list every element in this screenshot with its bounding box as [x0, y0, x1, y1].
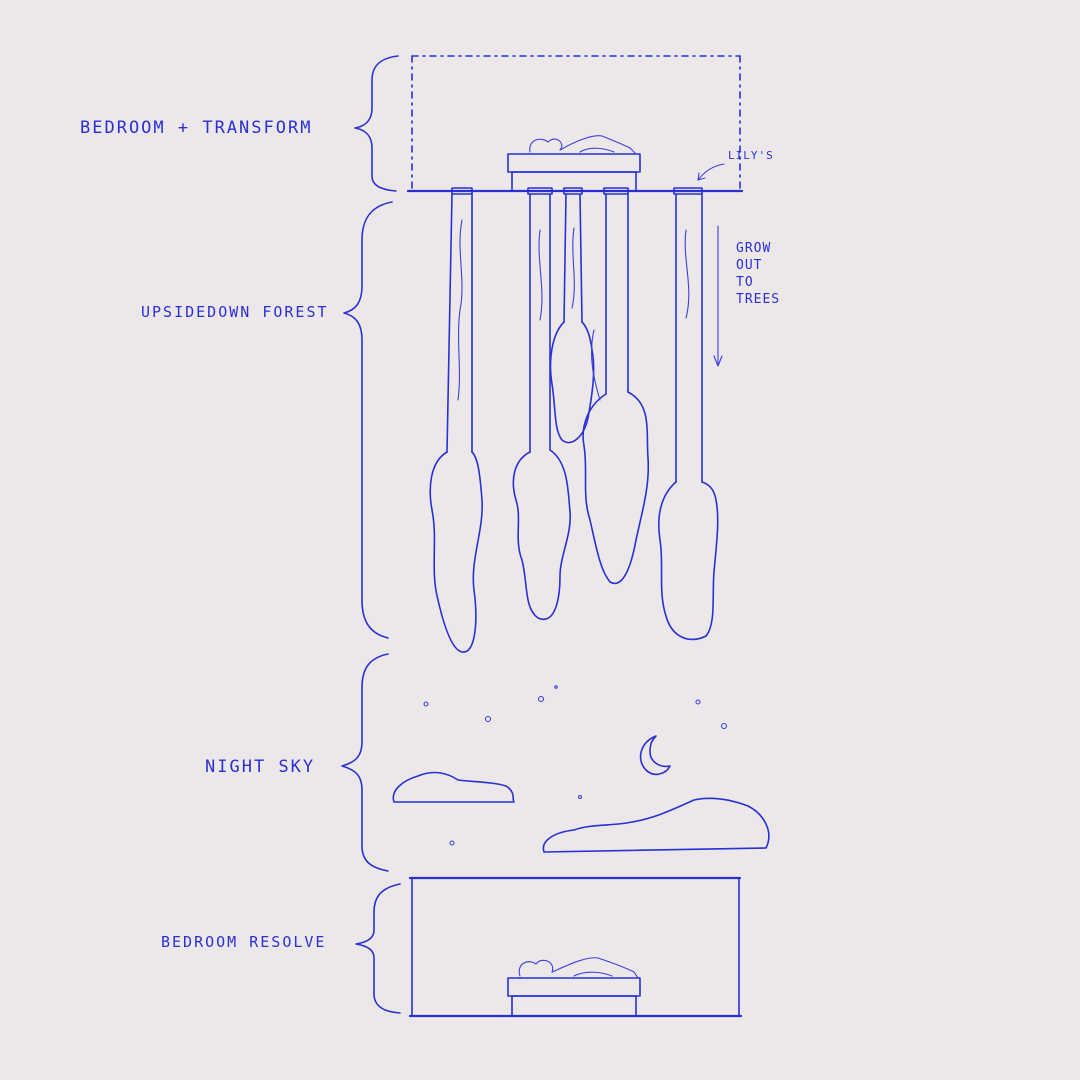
tree-4 — [582, 187, 650, 585]
tree-5 — [657, 187, 719, 641]
tree-3 — [549, 187, 595, 444]
bed-sketch-bottom — [507, 957, 641, 1017]
label-bedroom-resolve: Bedroom Resolve — [161, 933, 327, 951]
bracket-bedroom-resolve — [355, 883, 401, 1014]
note-grow: Grow out to trees — [736, 240, 780, 308]
tree-2 — [512, 187, 571, 621]
label-night-sky: Night Sky — [205, 757, 316, 777]
stars — [423, 685, 728, 846]
bracket-bedroom-transform — [354, 55, 399, 192]
note-lilys: Lily's — [728, 149, 774, 162]
note-grow-line: to — [736, 275, 754, 290]
crescent-moon — [639, 735, 671, 776]
bed-sketch-top — [507, 135, 641, 192]
note-grow-line: trees — [736, 292, 781, 307]
lilys-arrow — [697, 163, 725, 181]
cloud-left — [392, 771, 515, 803]
grow-arrow — [713, 225, 723, 367]
note-grow-line: out — [736, 258, 763, 273]
label-upsidedown-forest: Upsidedown Forest — [141, 303, 329, 321]
label-bedroom-transform: Bedroom + Transform — [80, 118, 313, 138]
cloud-right — [542, 797, 770, 853]
note-grow-line: Grow — [736, 241, 772, 256]
bedroom-transform-frame — [406, 55, 744, 193]
tree-1 — [429, 187, 483, 653]
bracket-upsidedown-forest — [343, 201, 393, 639]
bracket-night-sky — [341, 653, 389, 872]
